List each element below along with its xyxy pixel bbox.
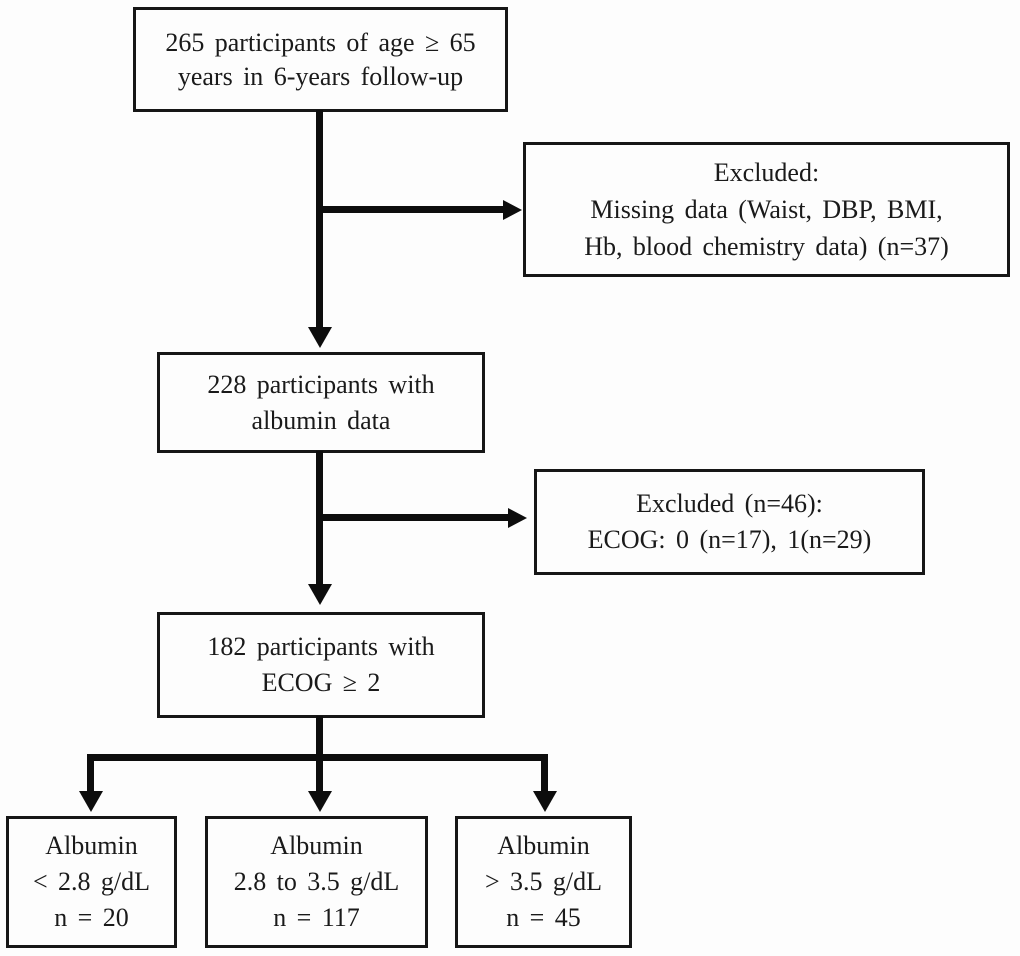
box-albumin-mid: Albumin 2.8 to 3.5 g/dL n = 117 (205, 816, 428, 948)
box-excluded-ecog-line-2: ECOG: 0 (n=17), 1(n=29) (587, 525, 872, 554)
arrow-down-to-182-icon (308, 584, 332, 605)
box-participants-265-line-2: years in 6-years follow-up (177, 61, 464, 91)
box-albumin-low: Albumin < 2.8 g/dL n = 20 (6, 816, 177, 948)
arrow-down-to-228-icon (308, 327, 332, 348)
arrow-down-to-albumin-mid-icon (308, 791, 332, 812)
box-albumin-high-line-3: n = 45 (506, 903, 581, 932)
connector-branch-left-stem (87, 754, 94, 792)
box-albumin-mid-line-2: 2.8 to 3.5 g/dL (233, 867, 400, 896)
box-albumin-low-line-3: n = 20 (54, 903, 129, 932)
box-excluded-missing-line-3: Hb, blood chemistry data) (n=37) (584, 232, 949, 261)
box-albumin-mid-line-1: Albumin (270, 831, 363, 860)
box-participants-228-line-1: 228 participants with (207, 369, 435, 399)
box-albumin-low-line-1: Albumin (45, 831, 138, 860)
connector-to-excluded-ecog-stem (320, 514, 510, 521)
connector-to-excluded-missing-stem (320, 206, 505, 213)
box-excluded-missing-data: Excluded: Missing data (Waist, DBP, BMI,… (523, 142, 1010, 277)
box-participants-228: 228 participants with albumin data (157, 352, 485, 453)
arrow-right-to-excluded-ecog-icon (508, 508, 527, 528)
box-albumin-low-line-2: < 2.8 g/dL (32, 867, 151, 896)
arrow-down-to-albumin-high-icon (533, 791, 557, 812)
box-excluded-ecog-line-1: Excluded (n=46): (636, 489, 823, 518)
arrow-down-to-albumin-low-icon (79, 791, 103, 812)
box-participants-228-line-2: albumin data (251, 405, 391, 435)
arrow-right-to-excluded-missing-icon (503, 200, 522, 220)
box-participants-182-line-2: ECOG ≥ 2 (261, 668, 381, 697)
connector-228-to-182-stem (316, 451, 323, 585)
box-excluded-missing-line-2: Missing data (Waist, DBP, BMI, (590, 195, 943, 224)
box-participants-182-line-1: 182 participants with (207, 632, 435, 661)
connector-branch-right-stem (541, 754, 548, 792)
box-albumin-mid-line-3: n = 117 (273, 903, 360, 932)
box-participants-182: 182 participants with ECOG ≥ 2 (157, 612, 485, 718)
box-excluded-missing-line-1: Excluded: (713, 158, 820, 187)
box-albumin-high: Albumin > 3.5 g/dL n = 45 (455, 816, 632, 948)
connector-265-to-228-stem (316, 110, 323, 328)
box-participants-265-line-1: 265 participants of age ≥ 65 (165, 27, 476, 57)
box-participants-265: 265 participants of age ≥ 65 years in 6-… (133, 7, 508, 112)
connector-branch-horizontal (87, 754, 548, 761)
box-albumin-high-line-2: > 3.5 g/dL (484, 867, 603, 896)
box-excluded-ecog: Excluded (n=46): ECOG: 0 (n=17), 1(n=29) (534, 469, 925, 575)
box-albumin-high-line-1: Albumin (497, 831, 590, 860)
